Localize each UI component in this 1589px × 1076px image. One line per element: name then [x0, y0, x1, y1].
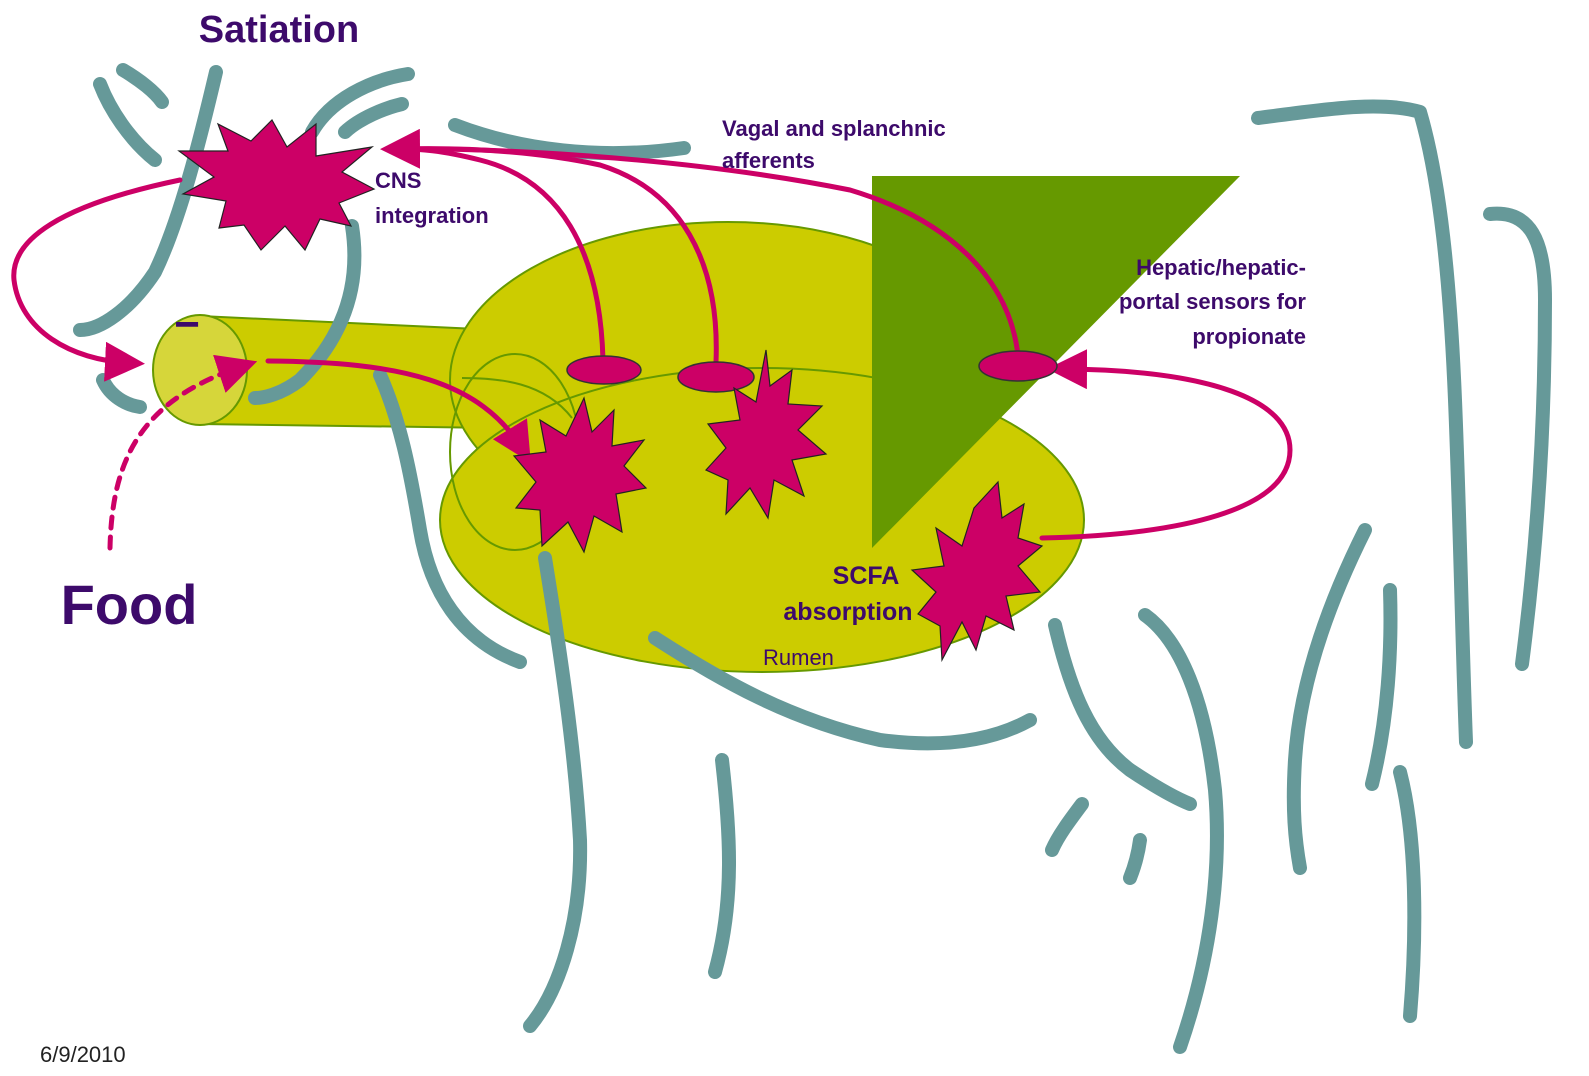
hepatic-label-line3: propionate: [1192, 324, 1306, 349]
oesophagus-opening: [153, 315, 247, 425]
receptor-rumen-1: [567, 356, 641, 384]
date-label: 6/9/2010: [40, 1042, 126, 1067]
hepatic-label-line2: portal sensors for: [1119, 289, 1306, 314]
receptor-rumen-2: [678, 362, 754, 392]
afferents-label-line1: Vagal and splanchnic: [722, 116, 946, 141]
rumen-label: Rumen: [763, 645, 834, 670]
satiation-label: Satiation: [199, 9, 359, 51]
afferents-label-line2: afferents: [722, 148, 815, 173]
food-label: Food: [61, 573, 198, 636]
hepatic-label-line1: Hepatic/hepatic-: [1136, 255, 1306, 280]
oesophagus-tube: [153, 315, 498, 428]
scfa-label-line2: absorption: [783, 598, 912, 626]
scfa-label-line1: SCFA: [833, 562, 900, 590]
burst-cns: [179, 120, 374, 250]
cns-label-line1: CNS: [375, 168, 421, 193]
minus-sign: −: [174, 300, 200, 349]
receptor-hepatic: [979, 351, 1057, 381]
cns-label-line2: integration: [375, 203, 489, 228]
